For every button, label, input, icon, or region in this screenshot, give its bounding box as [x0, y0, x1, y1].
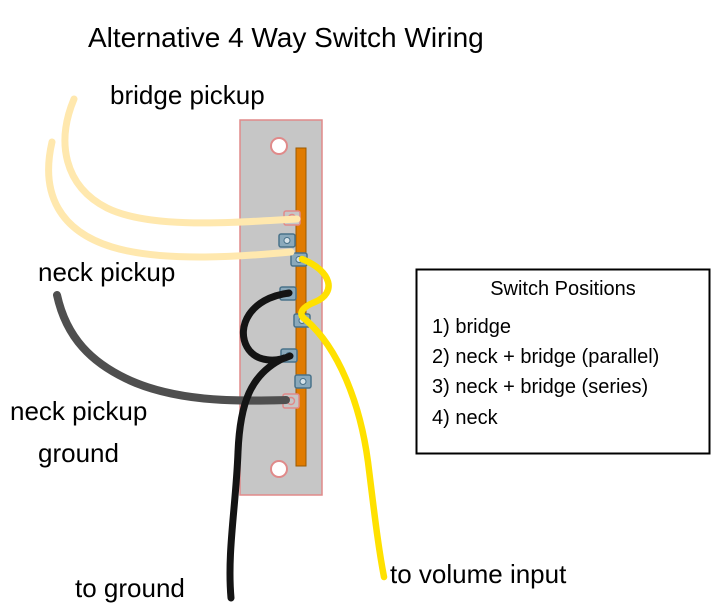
bridge-pickup-label: bridge pickup [110, 80, 265, 110]
mounting-hole-top [270, 137, 288, 155]
switch-positions-heading: Switch Positions [490, 278, 636, 300]
lug-hole [299, 378, 307, 385]
lug-hole [283, 237, 291, 244]
switch-lug-1 [278, 233, 296, 248]
switch-position-item-3: 3) neck + bridge (series) [432, 376, 648, 398]
page-title: Alternative 4 Way Switch Wiring [88, 22, 484, 53]
to-ground-label: to ground [75, 573, 185, 603]
switch-positions-border [415, 268, 711, 455]
neck-pickup-ground-label-line2: ground [38, 438, 119, 468]
to-volume-input-label: to volume input [390, 559, 567, 589]
switch-lug-6 [294, 374, 312, 389]
switch-position-item-2: 2) neck + bridge (parallel) [432, 346, 659, 368]
bridge-pickup-wire-1 [61, 95, 301, 227]
switch-position-item-1: 1) bridge [432, 316, 511, 338]
switch-position-item-4: 4) neck [432, 407, 499, 429]
neck-pickup-ground-label-line1: neck pickup [10, 396, 147, 426]
volume-output-wire [298, 255, 388, 581]
ground-wire [226, 354, 288, 602]
bridge-pickup-wire-2 [45, 138, 295, 261]
switch-positions-box: Switch Positions 1) bridge 2) neck + bri… [415, 268, 711, 455]
mounting-hole-bottom [270, 460, 288, 478]
neck-pickup-label: neck pickup [38, 257, 175, 287]
